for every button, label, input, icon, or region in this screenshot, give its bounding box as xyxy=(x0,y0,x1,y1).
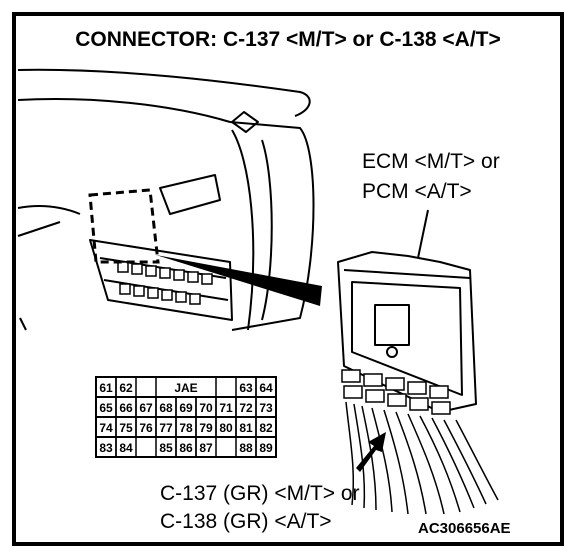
pin-number: 84 xyxy=(119,441,133,455)
ecm-label-line2: PCM <A/T> xyxy=(362,180,472,203)
pin-number: 62 xyxy=(119,381,133,395)
pin-cell xyxy=(195,436,217,458)
pin-number: 82 xyxy=(259,421,273,435)
pin-number: 88 xyxy=(239,441,253,455)
dash-connector-block xyxy=(117,261,213,305)
pin-number: 73 xyxy=(259,401,273,415)
connector-maker-label: JAE xyxy=(174,381,197,395)
pin-number: 89 xyxy=(259,441,273,455)
wire-harness xyxy=(345,401,499,515)
connector-arrow xyxy=(356,432,386,472)
pin-number: 85 xyxy=(159,441,173,455)
pin-cell xyxy=(255,436,277,458)
pin-number: 79 xyxy=(199,421,213,435)
pin-number: 61 xyxy=(99,381,113,395)
ecm-label-line1: ECM <M/T> or xyxy=(362,150,500,173)
pin-number: 86 xyxy=(179,441,193,455)
ecm-leader-line xyxy=(417,209,429,259)
pin-number: 83 xyxy=(99,441,113,455)
pin-number: 70 xyxy=(199,401,213,415)
connector-label-line1: C-137 (GR) <M/T> or xyxy=(160,482,360,505)
pin-number: 71 xyxy=(219,401,233,415)
location-dashed-box xyxy=(88,188,160,264)
pin-number: 65 xyxy=(99,401,113,415)
pin-number: 78 xyxy=(179,421,193,435)
dashboard-outline xyxy=(17,68,315,331)
pin-number: 77 xyxy=(159,421,173,435)
pin-number: 64 xyxy=(259,381,273,395)
pin-number: 68 xyxy=(159,401,173,415)
pin-cell xyxy=(115,436,137,458)
pin-number: 67 xyxy=(139,401,153,415)
ecm-connector xyxy=(341,369,451,415)
pin-number: 87 xyxy=(199,441,213,455)
pin-number: 72 xyxy=(239,401,253,415)
pointer-wedge xyxy=(156,255,322,306)
pin-number: 63 xyxy=(239,381,253,395)
connector-label-line2: C-138 (GR) <A/T> xyxy=(160,510,332,533)
pin-numbers: 61 62 JAE 63 64 65 66 67 68 69 70 71 72 73 74 75 76 77 78 7… xyxy=(95,376,277,458)
figure-code: AC306656AE xyxy=(418,520,511,537)
pin-number: 74 xyxy=(99,421,113,435)
ecm-unit xyxy=(337,251,477,413)
pin-number: 76 xyxy=(139,421,153,435)
pin-number: 80 xyxy=(219,421,233,435)
pin-number: 66 xyxy=(119,401,133,415)
pin-number: 75 xyxy=(119,421,133,435)
diagram-title: CONNECTOR: C-137 <M/T> or C-138 <A/T> xyxy=(75,28,501,51)
pin-number: 81 xyxy=(239,421,253,435)
pin-number: 69 xyxy=(179,401,193,415)
